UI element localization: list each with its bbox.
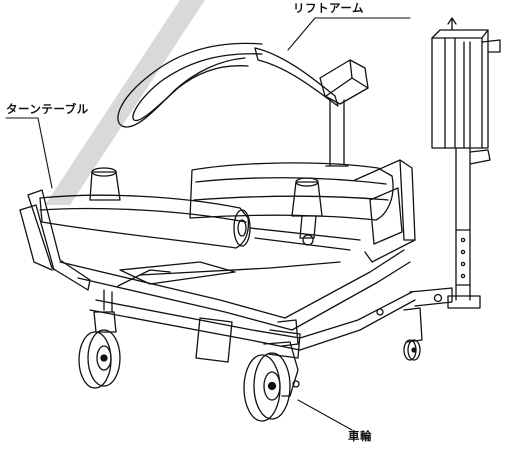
mast [431, 17, 501, 309]
lift-arm [117, 42, 369, 167]
label-wheel: 車輪 [348, 429, 372, 443]
leader-turntable [5, 117, 53, 189]
leader-wheel [297, 399, 353, 431]
watermark-stripe [45, 0, 205, 205]
frame [19, 159, 453, 363]
leader-lift-arm [287, 17, 411, 51]
label-turntable: ターンテーブル [6, 102, 89, 116]
wheels [78, 307, 423, 422]
label-lift-arm: リフトアーム [293, 1, 364, 15]
turntable [39, 162, 394, 251]
